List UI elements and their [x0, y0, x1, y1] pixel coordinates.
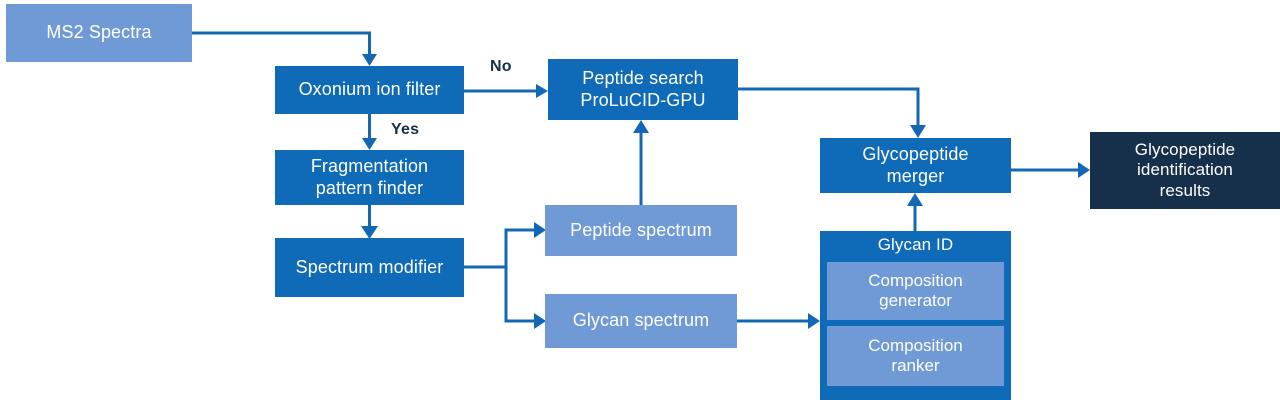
node-composition-generator[interactable]: Composition generator: [827, 262, 1004, 320]
node-fragmentation-pattern-finder[interactable]: Fragmentation pattern finder: [275, 150, 464, 205]
edge-oxonium-to-fragmentation: [362, 114, 377, 150]
group-label-glycan-id: Glycan ID: [877, 235, 954, 254]
node-spectrum-modifier[interactable]: Spectrum modifier: [275, 238, 464, 297]
node-label-composition-generator: Composition generator: [868, 270, 963, 310]
node-label-peptide-search: Peptide search ProLuCID-GPU: [580, 68, 706, 110]
edge-peptide-search-to-merger: [738, 87, 926, 138]
edge-label-yes: Yes: [391, 121, 420, 138]
edge-oxonium-to-peptide-search: [464, 84, 548, 98]
edge-fragmentation-to-spectrum-modifier: [361, 205, 378, 239]
node-label-glycopeptide-merger: Glycopeptide merger: [862, 144, 969, 186]
node-label-results: Glycopeptide identification results: [1134, 140, 1236, 200]
node-label-ms2-spectra: MS2 Spectra: [46, 22, 152, 43]
node-label-oxonium-ion-filter: Oxonium ion filter: [298, 79, 441, 100]
edge-label-no: No: [490, 58, 512, 75]
node-composition-ranker[interactable]: Composition ranker: [827, 326, 1004, 386]
node-peptide-spectrum[interactable]: Peptide spectrum: [545, 205, 737, 256]
edge-merger-to-results: [1011, 162, 1090, 178]
node-peptide-search[interactable]: Peptide search ProLuCID-GPU: [548, 59, 738, 120]
edge-spectrum-modifier-split: [464, 222, 546, 329]
edge-peptide-spectrum-to-search: [633, 120, 649, 205]
node-label-composition-ranker: Composition ranker: [868, 335, 963, 375]
node-label-spectrum-modifier: Spectrum modifier: [295, 256, 444, 277]
edge-glycan-spectrum-to-glycan-id: [737, 313, 820, 329]
node-glycan-spectrum[interactable]: Glycan spectrum: [545, 294, 737, 348]
edge-glycan-id-to-merger: [907, 193, 923, 231]
node-oxonium-ion-filter[interactable]: Oxonium ion filter: [275, 66, 464, 114]
node-label-glycan-spectrum: Glycan spectrum: [572, 310, 710, 331]
node-glycopeptide-identification-results[interactable]: Glycopeptide identification results: [1090, 132, 1280, 209]
edge-ms2-to-oxonium: [192, 31, 377, 66]
node-glycopeptide-merger[interactable]: Glycopeptide merger: [820, 138, 1011, 193]
node-label-fragmentation-pattern-finder: Fragmentation pattern finder: [310, 156, 429, 198]
node-ms2-spectra[interactable]: MS2 Spectra: [6, 4, 192, 62]
node-label-peptide-spectrum: Peptide spectrum: [570, 219, 712, 240]
